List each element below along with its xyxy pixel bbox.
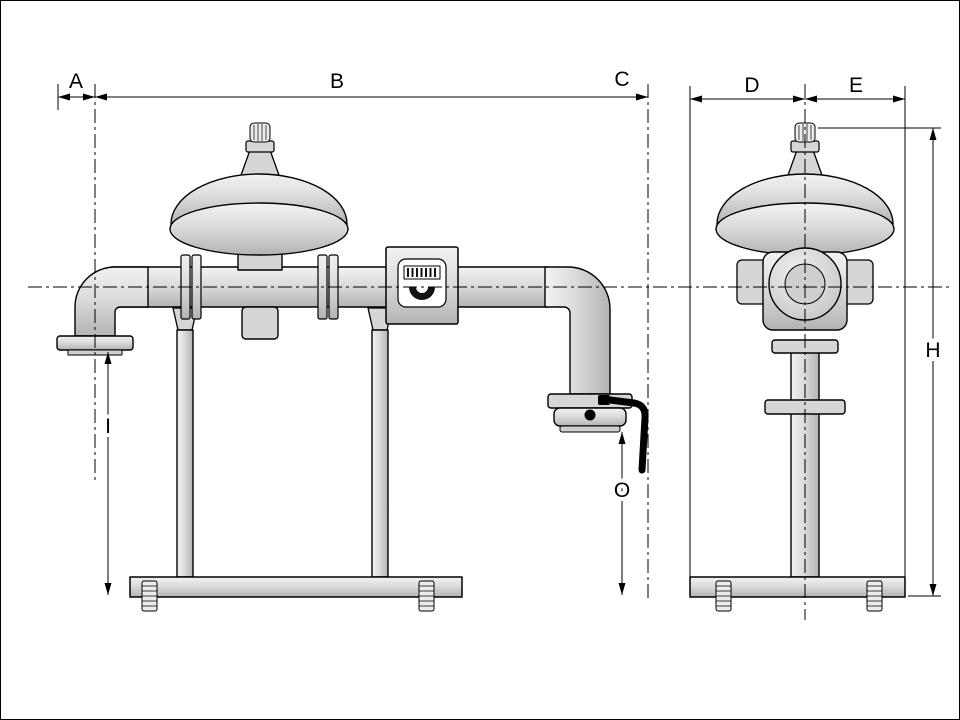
front-view (56, 122, 649, 612)
arrowhead (83, 93, 95, 101)
support-post (371, 329, 389, 578)
arrowhead (104, 583, 112, 595)
dim-label-b: B (330, 70, 344, 93)
dim-label-h: H (925, 339, 940, 362)
adjustment-knob (249, 122, 271, 143)
arrowhead (929, 584, 937, 596)
dim-label-a: A (69, 70, 83, 93)
regulator-diaphragm-case (169, 202, 349, 256)
arrowhead (793, 95, 805, 103)
leveling-foot (418, 580, 435, 612)
valve-bolt (584, 409, 596, 421)
arrowhead (58, 93, 70, 101)
leveling-foot (141, 580, 158, 612)
outlet-valve-lip (559, 425, 621, 433)
dim-label-i: I (105, 415, 111, 438)
adjustment-cap (245, 140, 275, 153)
inlet-elbow (74, 266, 149, 337)
base-plate (129, 576, 463, 598)
arrowhead (618, 583, 626, 595)
leveling-foot (866, 580, 883, 612)
dim-label-c: C (614, 68, 629, 91)
leveling-foot (715, 580, 732, 612)
centerlines (28, 84, 950, 620)
valve-lever (598, 395, 649, 474)
meter-digit-marks (407, 268, 436, 277)
arrowhead (618, 432, 626, 444)
arrowhead (636, 93, 648, 101)
regulator-lower-housing (241, 306, 279, 340)
dimension-arrows (58, 93, 937, 596)
base-plate (689, 576, 906, 598)
dimension-lines (58, 96, 934, 596)
dimensions: A B C D E H I O (57, 68, 945, 597)
extension-lines (57, 84, 941, 597)
meter-dial-crescent (409, 287, 435, 300)
support-post (176, 329, 194, 578)
arrowhead (95, 93, 107, 101)
outlet-elbow (544, 266, 611, 395)
arrowhead (805, 95, 817, 103)
arrowhead (690, 95, 702, 103)
side-view (689, 122, 906, 612)
dim-label-d: D (744, 74, 759, 97)
arrowhead (893, 95, 905, 103)
dim-label-o: O (614, 479, 630, 502)
arrowhead (929, 128, 937, 140)
dim-label-e: E (849, 74, 863, 97)
arrowhead (104, 352, 112, 364)
